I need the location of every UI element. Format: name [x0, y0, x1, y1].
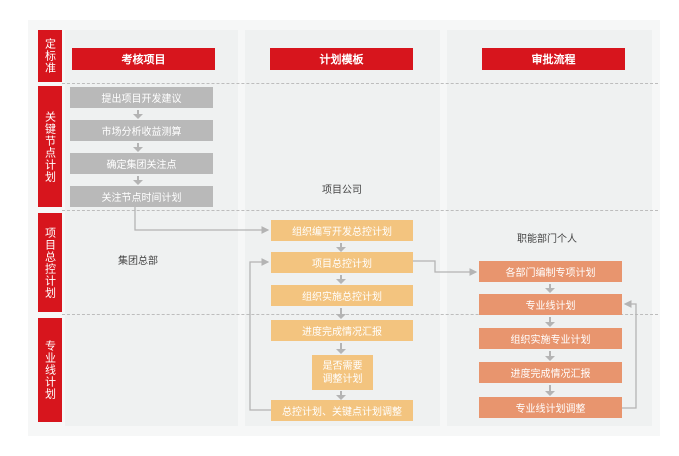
row-label-standard: 定标准 [38, 30, 62, 82]
specialty-plan-step: 专业线计划调整 [479, 397, 622, 418]
row-label-master-plan: 项目总控计划 [38, 213, 62, 312]
specialty-plan-step: 专业线计划 [479, 294, 622, 315]
divider [62, 314, 658, 315]
key-node-step: 确定集团关注点 [70, 153, 213, 174]
row-label-key-nodes: 关键节点计划 [38, 86, 62, 207]
header-assessment: 考核项目 [72, 48, 215, 70]
divider [62, 210, 658, 211]
specialty-plan-step: 各部门编制专项计划 [479, 261, 622, 282]
specialty-plan-step: 组织实施专业计划 [479, 328, 622, 349]
header-template: 计划模板 [270, 48, 413, 70]
divider [62, 83, 658, 84]
master-plan-step: 总控计划、关键点计划调整 [271, 400, 413, 421]
specialty-plan-step: 进度完成情况汇报 [479, 362, 622, 383]
key-node-step: 提出项目开发建议 [70, 87, 213, 108]
row-label-specialty-plan: 专业线计划 [38, 318, 62, 422]
label-dept: 职能部门个人 [517, 234, 577, 245]
key-node-step: 关注节点时间计划 [70, 186, 213, 207]
master-plan-step: 进度完成情况汇报 [271, 320, 413, 341]
label-group-hq: 集团总部 [118, 256, 158, 267]
master-plan-step: 项目总控计划 [271, 252, 413, 273]
decision-adjust-plan: 是否需要调整计划 [312, 355, 373, 390]
master-plan-step: 组织实施总控计划 [271, 285, 413, 306]
header-approval: 审批流程 [482, 48, 625, 70]
master-plan-step: 组织编写开发总控计划 [271, 220, 413, 241]
label-project-company: 项目公司 [322, 185, 362, 196]
key-node-step: 市场分析收益测算 [70, 120, 213, 141]
